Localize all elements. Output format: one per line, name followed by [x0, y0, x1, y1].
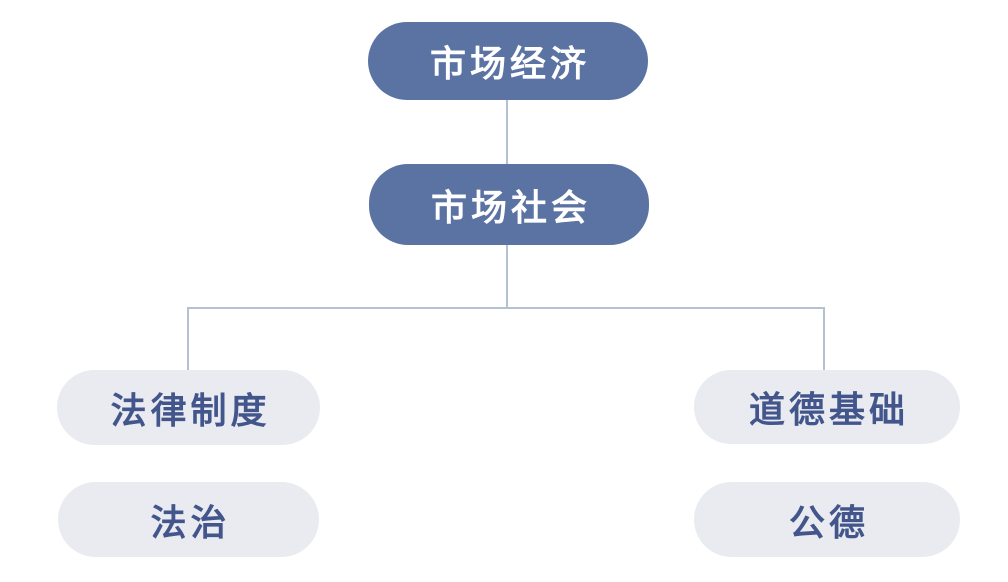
- node-market-society: 市场社会: [369, 164, 649, 245]
- connector-economy-to-society: [506, 100, 508, 164]
- node-moral-foundation: 道德基础: [694, 370, 960, 444]
- connector-branch-right-drop: [823, 307, 825, 370]
- node-market-economy: 市场经济: [368, 22, 648, 100]
- node-legal-system: 法律制度: [57, 370, 320, 445]
- connector-society-stem: [506, 245, 508, 308]
- node-rule-of-law: 法治: [58, 482, 319, 557]
- connector-branch-left-drop: [187, 307, 189, 370]
- node-public-morality: 公德: [694, 482, 960, 557]
- connector-branch-horizontal: [187, 307, 825, 309]
